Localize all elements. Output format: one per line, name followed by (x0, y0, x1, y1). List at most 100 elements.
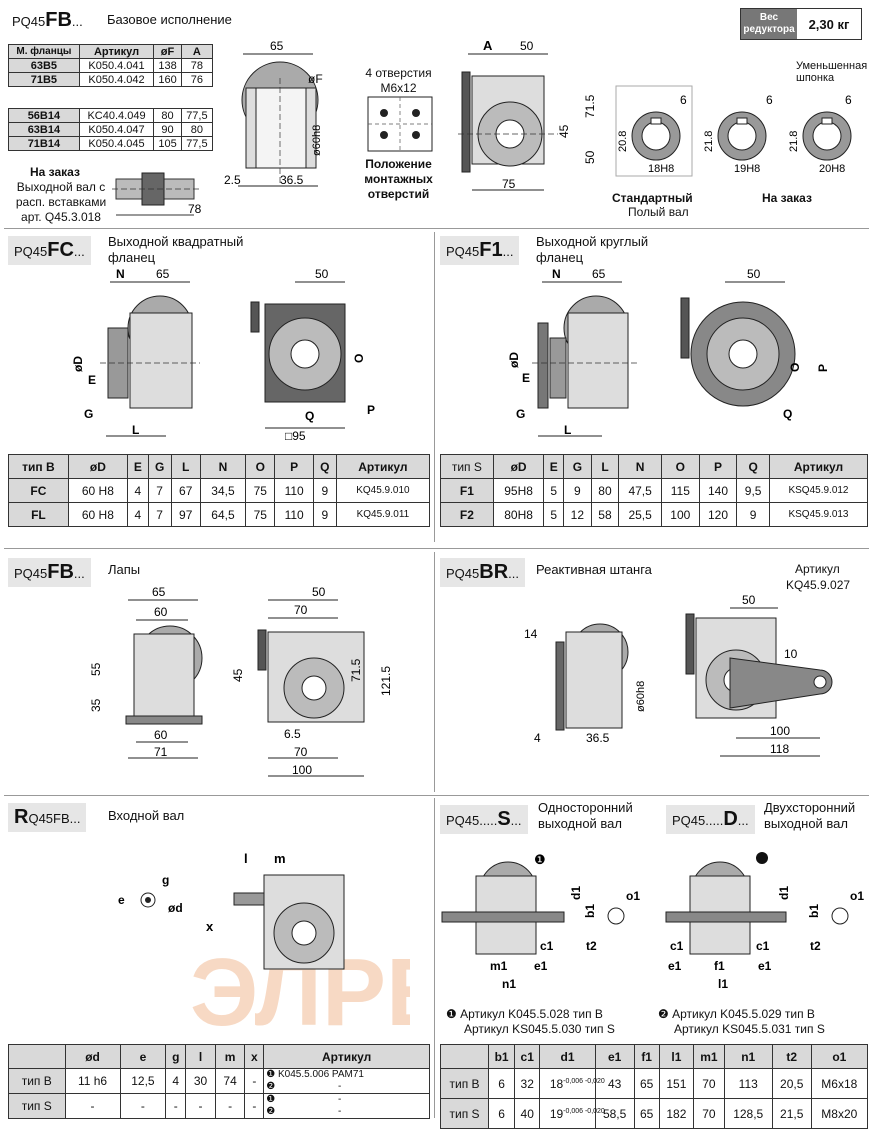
input-prefix: Q45FB (28, 811, 70, 826)
fc-header: L (170, 454, 201, 479)
dim-E: E (522, 371, 530, 385)
dim-L: L (564, 423, 571, 437)
flange-cell: 77,5 (180, 136, 214, 151)
dim-b1: b1 (583, 904, 597, 918)
flange-cell: 138 (153, 58, 182, 73)
shaft-cell: 58,5 (594, 1098, 635, 1129)
dim-100: 100 (292, 763, 312, 777)
fc-code: FC (47, 239, 74, 261)
dim-71-5: 71.5 (583, 94, 597, 118)
marker-1: ❶ (266, 1094, 276, 1105)
input-header: Артикул (263, 1044, 430, 1069)
dim-60b: 60 (154, 728, 168, 742)
input-header (8, 1044, 66, 1069)
fc-cell: 7 (147, 502, 172, 527)
flange-header: М. фланцы (8, 44, 80, 59)
marker-2: ❷ (266, 1106, 276, 1117)
dim-65: 65 (592, 268, 606, 281)
shaft-header: d1 (539, 1044, 596, 1069)
fc-header: P (274, 454, 314, 479)
flange-cell: KC40.4.049 (78, 108, 155, 123)
fc-header: øD (67, 454, 128, 479)
fc-cell: 97 (170, 502, 201, 527)
dim-e1: e1 (534, 959, 548, 973)
f1-cell: 12 (563, 502, 592, 527)
input-dots: ... (69, 811, 81, 826)
flange-spacer (79, 86, 154, 109)
f1-cell: 115 (660, 478, 700, 503)
dim-t2: t2 (586, 939, 597, 953)
shaft-d-note-2: Артикул KS045.5.031 тип S (674, 1022, 825, 1036)
f1-header: N (618, 454, 662, 479)
flange-spacer (181, 86, 213, 109)
br-front-view: 50 10 100 118 (685, 593, 833, 757)
shaft-s-prefix: PQ45 (446, 813, 480, 828)
shaft-d1-value: 18 (549, 1076, 564, 1091)
dim-c1: c1 (670, 939, 684, 953)
divider (434, 232, 435, 542)
br-tag: PQ45BR... (440, 558, 525, 587)
flange-cell: 71B5 (8, 72, 80, 87)
input-cell: - (165, 1093, 187, 1119)
fc-cell: 67 (170, 478, 201, 503)
dim-55: 55 (89, 662, 103, 676)
input-title: Входной вал (108, 808, 185, 823)
flange-cell: 105 (153, 136, 182, 151)
input-cell: тип S (8, 1093, 66, 1119)
flange-cell: 63B5 (8, 58, 80, 73)
flange-spacer (153, 86, 182, 109)
f1-cell: 120 (698, 502, 738, 527)
dim-118: 118 (770, 742, 789, 756)
divider (4, 548, 869, 549)
flange-header: øF (153, 44, 182, 59)
feet-side-view: 65 60 55 35 60 71 (89, 586, 203, 759)
input-article-2: - (337, 1106, 342, 1117)
dim-F: øF (308, 72, 323, 86)
fc-cell: FL (8, 502, 69, 527)
dim-50: 50 (747, 268, 761, 281)
shaft-caption: Стандартный (612, 191, 693, 205)
shaft-width: 6 (766, 93, 773, 107)
br-code: BR (479, 561, 509, 583)
f1-header: P (698, 454, 738, 479)
fc-cell: 64,5 (199, 502, 247, 527)
f1-cell: F2 (440, 502, 494, 527)
dim-71-5: 71.5 (349, 658, 363, 682)
dim-x: x (206, 919, 214, 934)
f1-cell: 80H8 (492, 502, 545, 527)
holes-label: 4 отверстия M6x12 (365, 66, 432, 95)
flange-spacer (8, 86, 80, 109)
fc-cell: 110 (274, 502, 314, 527)
shaft-cell: 18-0,006 -0,020 (539, 1068, 605, 1099)
shaft-d-dots: ..... (705, 813, 724, 828)
input-lead: R (14, 806, 29, 828)
fc-cell: 75 (245, 478, 276, 503)
feet-prefix: PQ45 (14, 566, 48, 581)
shaft-s-title: Односторонний выходной вал (538, 800, 633, 831)
shaft-cell: 19-0,006 -0,020 (539, 1098, 605, 1129)
flange-cell: K050.4.041 (78, 58, 155, 73)
f1-cell: 140 (698, 478, 738, 503)
dim-14: 14 (524, 627, 538, 641)
shaft-width: 6 (845, 93, 852, 107)
shaft-s-note-1: ❶ Артикул K045.5.028 тип B (446, 1007, 603, 1022)
fc-tag: PQ45FC... (8, 236, 91, 265)
feet-code: FB (47, 561, 74, 583)
base-side-view: 65 øF ø60h8 2.5 36.5 (224, 39, 323, 187)
dim-e1: e1 (758, 959, 772, 973)
input-cell: - (214, 1093, 246, 1119)
shaft-sub: Полый вал (628, 205, 689, 219)
shaft-s-article-1: Артикул K045.5.028 тип B (460, 1007, 603, 1021)
flange-cell: 71B14 (8, 136, 80, 151)
fc-cell: FC (8, 478, 69, 503)
dim-l: l (244, 851, 248, 866)
shaft-header: t2 (771, 1044, 812, 1069)
dim-50: 50 (312, 586, 326, 599)
dim-78: 78 (188, 202, 202, 216)
shaft-cell: 21,5 (771, 1098, 812, 1129)
f1-header: тип S (440, 454, 494, 479)
input-table: ød e g l m x Артикул тип B 11 h6 12,5 4 … (8, 1044, 430, 1119)
feet-dots: ... (73, 566, 85, 581)
hollow-shaft-insert-drawing: 78 (112, 172, 202, 216)
order-note-title: На заказ (30, 165, 80, 179)
